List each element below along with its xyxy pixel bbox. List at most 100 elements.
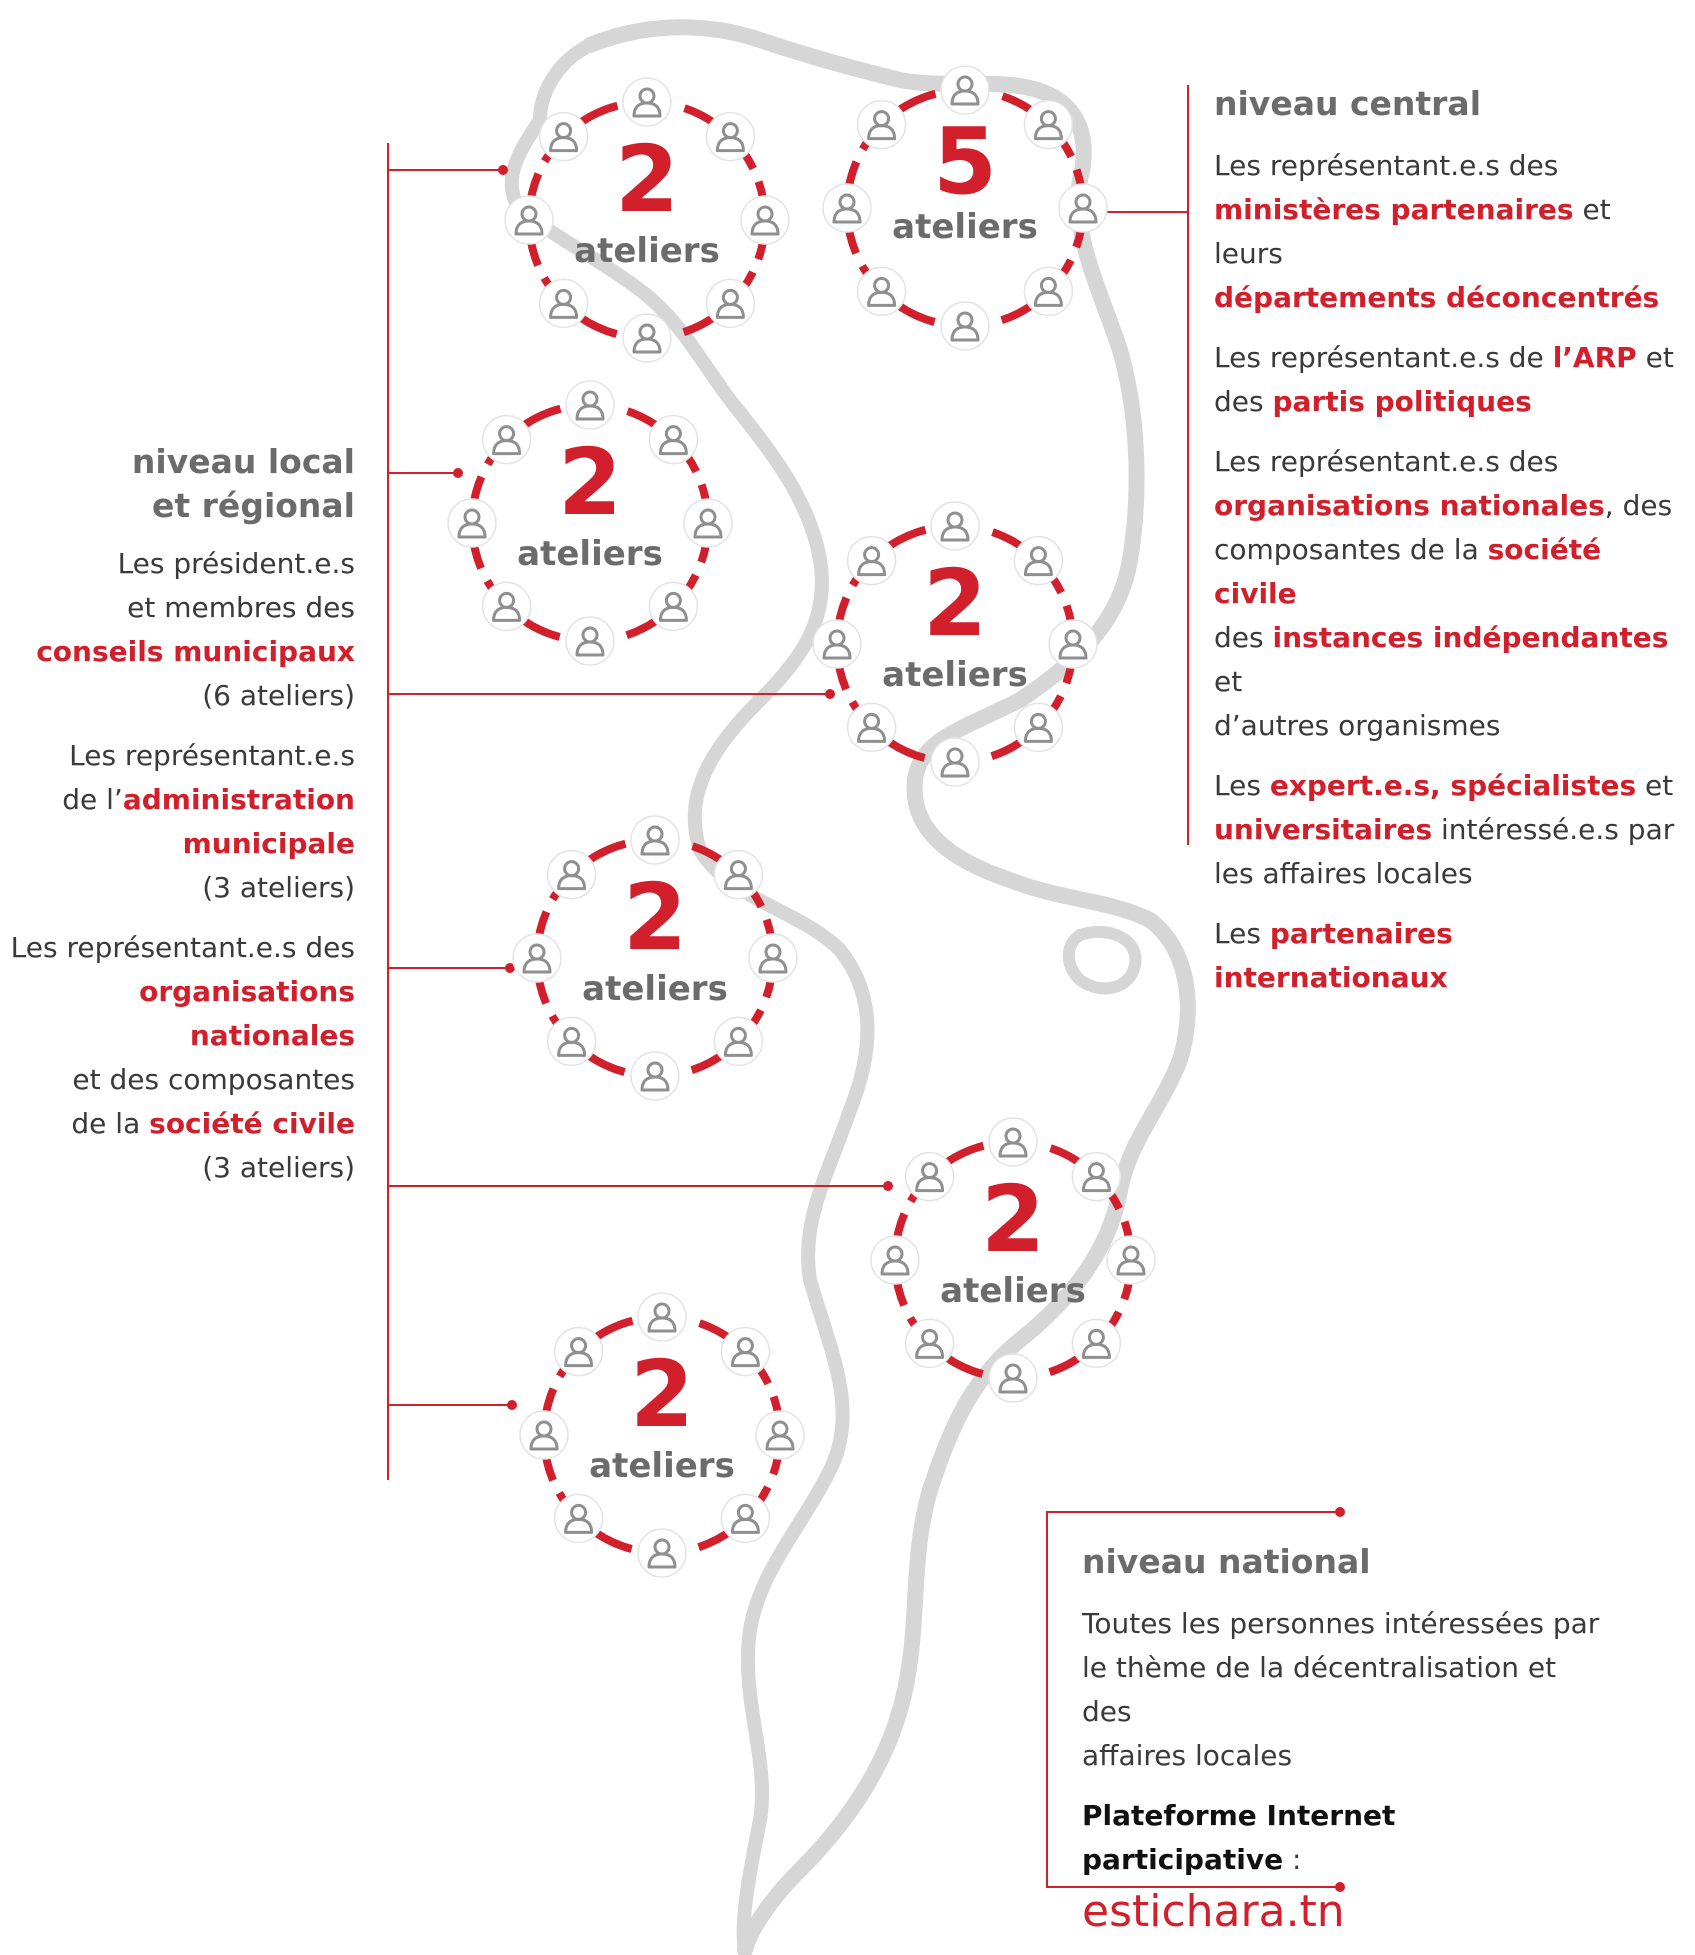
person-icon xyxy=(565,616,615,666)
highlight-societe-civile: société civile xyxy=(1214,533,1602,610)
person-icon xyxy=(622,77,672,127)
workshop-count: 2 xyxy=(922,550,987,657)
person-icon xyxy=(1071,1318,1122,1369)
local-heading-line-2: et régional xyxy=(152,486,355,525)
workshop-label: ateliers xyxy=(940,1271,1086,1311)
highlight-societe-civile: société civile xyxy=(149,1107,355,1140)
workshop-note: (3 ateliers) xyxy=(202,871,355,904)
text-line: des xyxy=(1214,621,1273,654)
person-icon xyxy=(705,278,756,329)
national-bracket xyxy=(1046,1507,1345,1892)
text-line: Toutes les personnes intéressées par xyxy=(1082,1607,1600,1640)
person-icon xyxy=(755,1410,805,1460)
workshop-ring xyxy=(812,501,1098,787)
workshop-note: (6 ateliers) xyxy=(202,679,355,712)
person-icon xyxy=(648,581,699,632)
local-heading-line-1: niveau local xyxy=(131,442,355,481)
person-icon xyxy=(553,1326,604,1377)
text-line: Les xyxy=(1214,917,1270,950)
person-icon xyxy=(748,933,798,983)
person-icon xyxy=(930,737,980,787)
workshop-label: ateliers xyxy=(517,534,663,574)
highlight-organisations-nationales: organisations nationales xyxy=(1214,489,1605,522)
text-line: de l’ xyxy=(62,783,123,816)
person-icon xyxy=(870,1235,920,1285)
connector-dot xyxy=(825,689,835,699)
person-icon xyxy=(856,266,907,317)
highlight-instances: instances indépendantes xyxy=(1272,621,1669,654)
person-icon xyxy=(904,1318,955,1369)
text-line: des xyxy=(1214,385,1273,418)
text-line: affaires locales xyxy=(1082,1739,1293,1772)
person-icon xyxy=(683,498,733,548)
person-icon xyxy=(637,1528,687,1578)
person-icon xyxy=(630,1051,680,1101)
person-icon xyxy=(538,278,589,329)
platform-line: Plateforme Internet participative : xyxy=(1082,1794,1602,1882)
person-icon xyxy=(565,380,615,430)
person-icon xyxy=(1048,619,1098,669)
person-icon xyxy=(519,1410,569,1460)
person-icon xyxy=(713,1016,764,1067)
text-line: composantes de la xyxy=(1214,533,1488,566)
workshop-ring xyxy=(512,815,798,1101)
person-icon xyxy=(856,99,907,150)
central-group-experts: Les expert.e.s, spécialistes et universi… xyxy=(1214,764,1684,896)
text-line: Les représentant.e.s des xyxy=(1214,149,1559,182)
text-line: Les représentant.e.s des xyxy=(10,931,355,964)
central-heading: niveau central xyxy=(1214,84,1482,123)
person-icon xyxy=(720,1326,771,1377)
person-icon xyxy=(1023,99,1074,150)
highlight-experts: expert.e.s, spécialistes xyxy=(1269,769,1637,802)
highlight-municipale: municipale xyxy=(182,827,355,860)
text-line: , des xyxy=(1604,489,1673,522)
highlight-universitaires: universitaires xyxy=(1214,813,1433,846)
person-icon xyxy=(1013,702,1064,753)
workshop-count: 2 xyxy=(980,1166,1045,1273)
central-group-ministries: Les représentant.e.s des ministères part… xyxy=(1214,144,1684,320)
text-line: Les président.e.s xyxy=(117,547,355,580)
workshop-label: ateliers xyxy=(589,1446,735,1486)
platform-website-link[interactable]: estichara.tn xyxy=(1082,1886,1345,1937)
person-icon xyxy=(553,1493,604,1544)
highlight-arp: l’ARP xyxy=(1552,341,1637,374)
person-icon xyxy=(822,183,872,233)
workshop-label: ateliers xyxy=(582,969,728,1009)
text-line: de la xyxy=(71,1107,150,1140)
map-island xyxy=(1062,925,1142,995)
person-icon xyxy=(1071,1151,1122,1202)
national-level-block: niveau national Toutes les personnes int… xyxy=(1082,1540,1602,1942)
person-icon xyxy=(988,1117,1038,1167)
person-icon xyxy=(740,195,790,245)
workshop-circle-2: 5 ateliers xyxy=(815,58,1115,358)
person-icon xyxy=(447,498,497,548)
highlight-administration: administration xyxy=(122,783,355,816)
platform-colon: : xyxy=(1283,1843,1302,1876)
local-group-civil-society: Les représentant.e.s des organisations n… xyxy=(0,926,355,1190)
local-heading: niveau local et régional xyxy=(0,440,355,528)
workshop-label: ateliers xyxy=(574,231,720,271)
highlight-partenaires: partenaires internationaux xyxy=(1214,917,1453,994)
person-icon xyxy=(1013,535,1064,586)
person-icon xyxy=(481,581,532,632)
connector-dot xyxy=(453,468,463,478)
person-icon xyxy=(546,849,597,900)
person-icon xyxy=(481,414,532,465)
workshop-ring xyxy=(519,1292,805,1578)
person-icon xyxy=(705,111,756,162)
text-line: et xyxy=(1636,341,1674,374)
highlight-ministeres: ministères partenaires xyxy=(1214,193,1574,226)
workshop-count: 5 xyxy=(932,108,997,215)
text-line: les affaires locales xyxy=(1214,857,1473,890)
text-line: Les représentant.e.s xyxy=(69,739,355,772)
national-heading: niveau national xyxy=(1082,1542,1371,1581)
connector-dot xyxy=(1335,1882,1345,1892)
text-line: Les représentant.e.s de xyxy=(1214,341,1553,374)
workshop-circle-6: 2 ateliers xyxy=(863,1110,1163,1410)
highlight-departements: départements déconcentrés xyxy=(1214,281,1660,314)
person-icon xyxy=(940,65,990,115)
person-icon xyxy=(720,1493,771,1544)
person-icon xyxy=(940,301,990,351)
workshop-count: 2 xyxy=(622,864,687,971)
central-group-organisations: Les représentant.e.s des organisations n… xyxy=(1214,440,1684,748)
